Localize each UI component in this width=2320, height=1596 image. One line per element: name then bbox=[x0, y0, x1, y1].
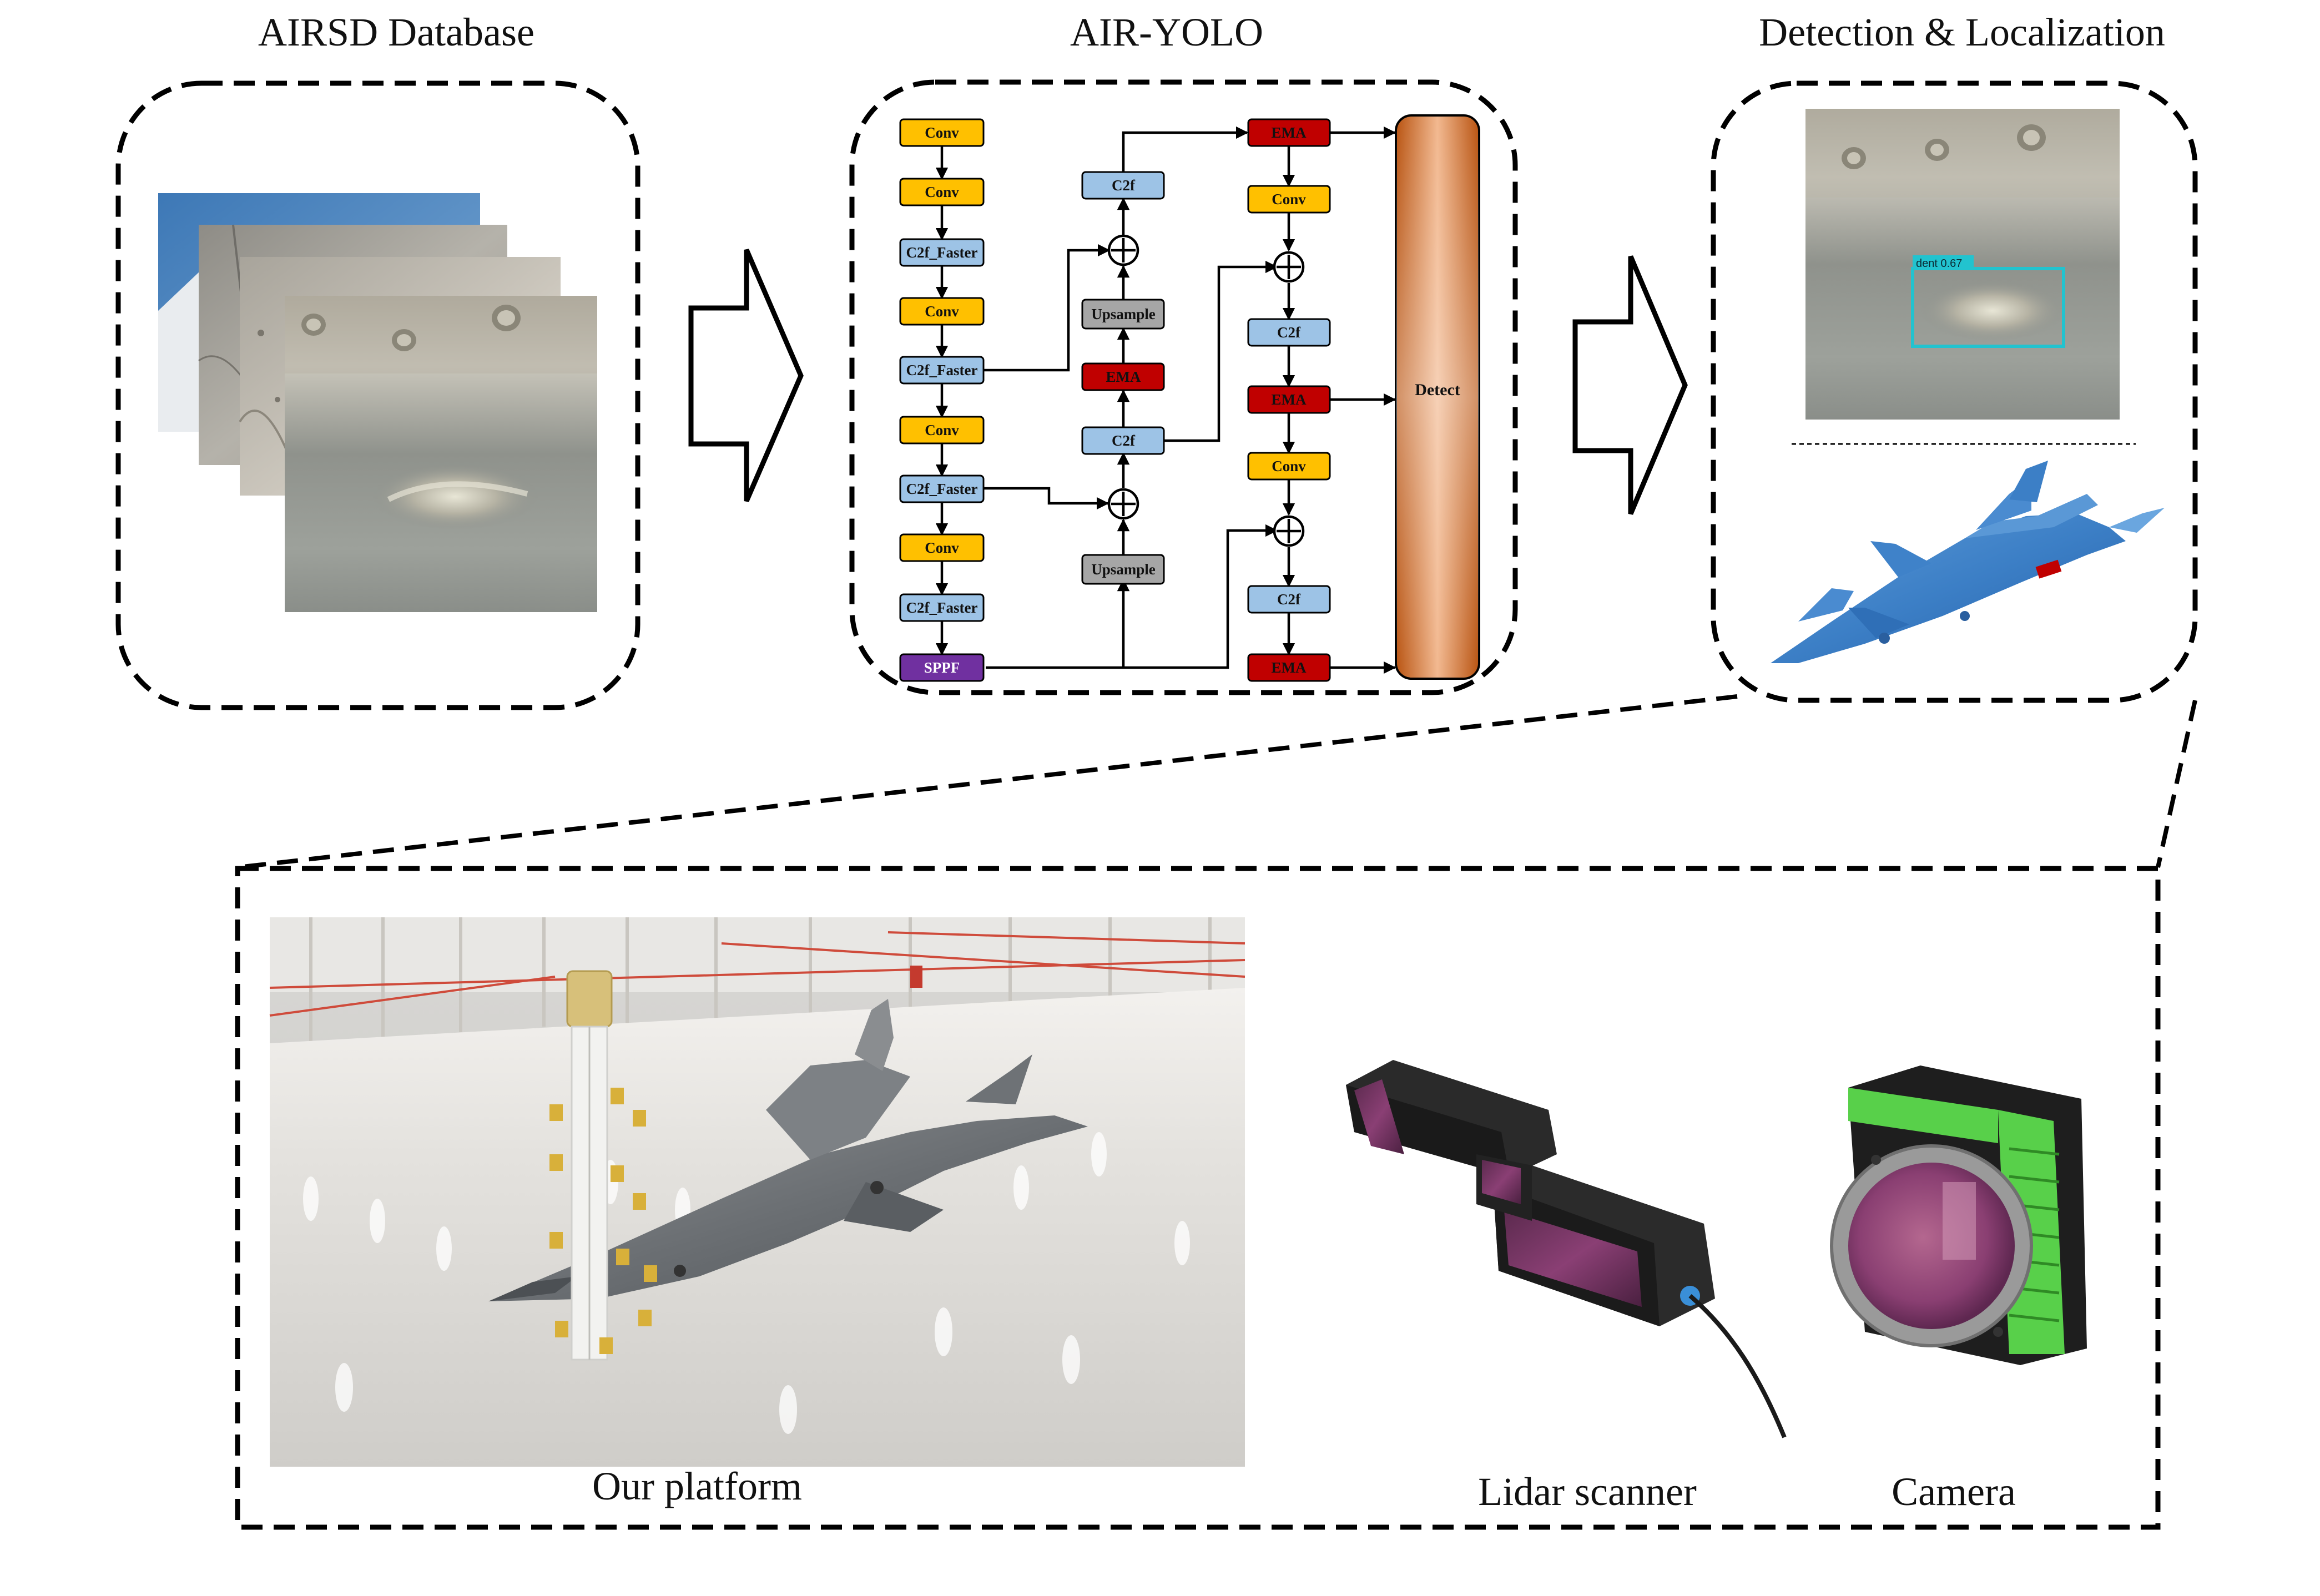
svg-text:SPPF: SPPF bbox=[924, 659, 960, 676]
block-upsample-2: Upsample bbox=[1081, 554, 1165, 585]
block-c2f-top: C2f bbox=[1081, 171, 1165, 200]
platform-render bbox=[269, 917, 1245, 1467]
block-conv-3: Conv bbox=[899, 297, 985, 326]
svg-text:Upsample: Upsample bbox=[1091, 306, 1156, 322]
svg-text:C2f_Faster: C2f_Faster bbox=[906, 599, 978, 616]
block-ema-1: EMA bbox=[1247, 118, 1331, 147]
svg-text:C2f: C2f bbox=[1112, 177, 1136, 194]
caption-lidar: Lidar scanner bbox=[1478, 1469, 1697, 1514]
block-c2f-r1: C2f bbox=[1247, 318, 1331, 347]
database-panel bbox=[115, 80, 640, 710]
concat-node bbox=[1107, 488, 1139, 520]
platform-panel bbox=[235, 866, 2161, 1530]
concat-node bbox=[1107, 234, 1139, 266]
block-c2f-faster-1: C2f_Faster bbox=[899, 238, 985, 267]
svg-text:Upsample: Upsample bbox=[1091, 561, 1156, 578]
block-c2f-r2: C2f bbox=[1247, 585, 1331, 614]
block-c2f-faster-3: C2f_Faster bbox=[899, 474, 985, 503]
svg-text:EMA: EMA bbox=[1106, 368, 1141, 385]
block-c2f-faster-2: C2f_Faster bbox=[899, 356, 985, 385]
block-conv-4: Conv bbox=[899, 416, 985, 445]
svg-text:EMA: EMA bbox=[1272, 124, 1307, 141]
svg-text:Conv: Conv bbox=[925, 539, 959, 556]
svg-text:Conv: Conv bbox=[925, 422, 959, 438]
caption-platform: Our platform bbox=[592, 1464, 802, 1508]
block-conv-5: Conv bbox=[899, 533, 985, 562]
concat-node bbox=[1273, 251, 1305, 283]
localization-aircraft-model bbox=[1771, 461, 2165, 663]
concat-node bbox=[1273, 515, 1305, 547]
bounding-box bbox=[1911, 267, 2065, 348]
svg-text:Conv: Conv bbox=[925, 303, 959, 320]
svg-text:Detect: Detect bbox=[1415, 381, 1460, 399]
zoom-line-left bbox=[237, 694, 1738, 870]
lidar-scanner-image bbox=[1346, 1060, 1787, 1438]
svg-text:C2f_Faster: C2f_Faster bbox=[906, 481, 978, 497]
block-conv-1: Conv bbox=[899, 118, 985, 147]
flow-arrow-2 bbox=[1572, 255, 1688, 515]
camera-image bbox=[1830, 1065, 2087, 1365]
svg-text:Conv: Conv bbox=[1272, 191, 1306, 208]
flow-arrow-1 bbox=[688, 249, 804, 502]
model-panel bbox=[849, 79, 1518, 695]
svg-text:C2f_Faster: C2f_Faster bbox=[906, 362, 978, 378]
svg-text:C2f: C2f bbox=[1277, 591, 1301, 608]
bbox-label: dent 0.67 bbox=[1916, 257, 1962, 270]
title-model: AIR-YOLO bbox=[1070, 10, 1263, 54]
block-conv-r1: Conv bbox=[1247, 185, 1331, 214]
title-database: AIRSD Database bbox=[258, 10, 534, 54]
block-sppf: SPPF bbox=[899, 653, 985, 682]
caption-camera: Camera bbox=[1892, 1469, 2016, 1514]
block-conv-2: Conv bbox=[899, 178, 985, 206]
detection-result-image: dent 0.67 bbox=[1805, 109, 2120, 420]
block-detect: Detect bbox=[1395, 114, 1480, 680]
dataset-image-stack bbox=[158, 193, 597, 612]
svg-text:C2f: C2f bbox=[1277, 324, 1301, 341]
block-c2f-mid: C2f bbox=[1081, 426, 1165, 455]
title-result: Detection & Localization bbox=[1759, 10, 2165, 54]
svg-text:EMA: EMA bbox=[1272, 659, 1307, 676]
network-diagram: Conv Conv C2f_Faster Conv C2f_Faster Con… bbox=[899, 114, 1480, 682]
block-conv-r2: Conv bbox=[1247, 452, 1331, 481]
block-c2f-faster-4: C2f_Faster bbox=[899, 593, 985, 622]
svg-text:EMA: EMA bbox=[1272, 391, 1307, 408]
svg-text:Conv: Conv bbox=[925, 124, 959, 141]
zoom-line-right bbox=[2156, 700, 2197, 868]
svg-text:Conv: Conv bbox=[925, 184, 959, 200]
block-ema-3: EMA bbox=[1247, 653, 1331, 682]
block-ema-mid: EMA bbox=[1081, 362, 1165, 391]
block-upsample-1: Upsample bbox=[1081, 299, 1165, 330]
svg-text:Conv: Conv bbox=[1272, 458, 1306, 474]
svg-text:C2f_Faster: C2f_Faster bbox=[906, 244, 978, 261]
block-ema-2: EMA bbox=[1247, 385, 1331, 414]
svg-text:C2f: C2f bbox=[1112, 432, 1136, 449]
